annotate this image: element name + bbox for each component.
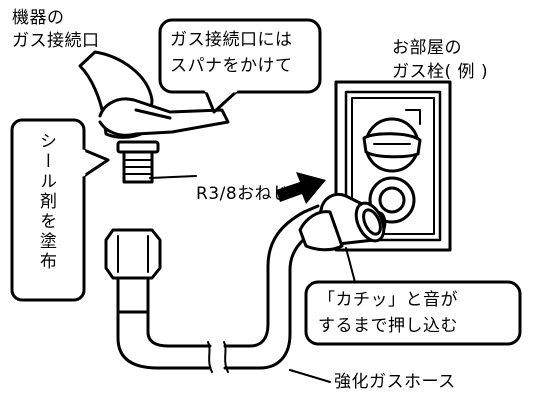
click-note-2: するまで押し込む: [318, 316, 458, 336]
plug-connector: [298, 192, 387, 252]
push-arrow: [276, 172, 326, 204]
outlet-label-2: ガス栓( 例 ): [392, 62, 489, 82]
device-port-label-1: 機器の: [12, 8, 65, 28]
thread-fitting: [116, 140, 160, 184]
outlet-label-1: お部屋の: [392, 38, 462, 58]
click-callout-box: [304, 280, 522, 346]
hose-label: 強化ガスホース: [334, 372, 456, 392]
gas-hose: [116, 310, 212, 370]
spanner-note-2: スパナをかけて: [170, 56, 293, 76]
device-port-label-2: ガス接続口: [12, 31, 100, 51]
sealant-note: シール剤を塗布: [36, 132, 56, 272]
hose-nut: [104, 228, 162, 314]
spanner-note-1: ガス接続口には: [170, 30, 293, 50]
click-note-1: 「カチッ」と音が: [318, 290, 458, 310]
spanner-callout-box: [158, 18, 322, 94]
sealant-callout-box: [10, 118, 86, 302]
thread-label: R3/8おねじ: [196, 184, 290, 204]
